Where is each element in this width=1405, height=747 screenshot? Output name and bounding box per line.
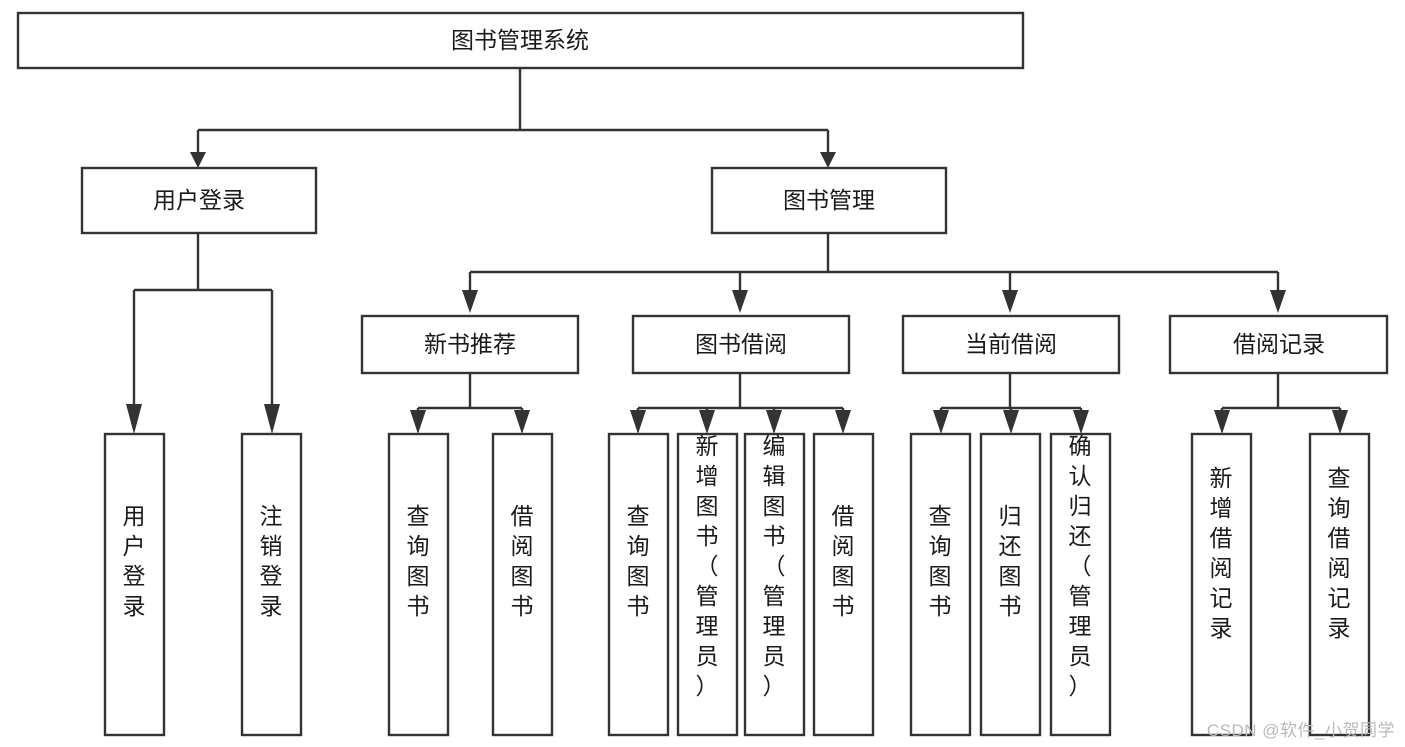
arrowhead-book-manage <box>820 152 836 168</box>
node-borrow-record-label: 借阅记录 <box>1233 331 1325 357</box>
connector-borrow-record-bus <box>1222 373 1340 410</box>
node-leaf-query-book-2[interactable]: 查询图书 <box>607 432 670 737</box>
node-leaf-borrow-book-2[interactable]: 借阅图书 <box>812 432 875 737</box>
node-current-borrow[interactable]: 当前借阅 <box>901 314 1121 375</box>
arrowhead-leaf-query-book-3 <box>933 410 949 434</box>
node-leaf-query-borrow-record-label: 查询借阅记录 <box>1328 465 1351 641</box>
node-leaf-add-borrow-record[interactable]: 新增借阅记录 <box>1190 432 1253 737</box>
node-leaf-confirm-return-label: 确认归还（管理员） <box>1069 433 1092 699</box>
node-user-login-label: 用户登录 <box>153 187 245 213</box>
connector-current-borrow-bus <box>941 373 1081 410</box>
arrowhead-leaf-logout-login <box>264 404 280 434</box>
arrowhead-current-borrow <box>1002 290 1018 313</box>
node-leaf-query-book-1-label: 查询图书 <box>407 503 430 619</box>
node-leaf-logout-login[interactable]: 注销登录 <box>240 432 303 737</box>
node-book-borrow-label: 图书借阅 <box>695 331 787 357</box>
connector-user-login-bus <box>134 233 272 292</box>
arrowhead-leaf-confirm-return <box>1073 410 1089 434</box>
node-leaf-query-book-3[interactable]: 查询图书 <box>909 432 972 737</box>
node-book-manage[interactable]: 图书管理 <box>710 166 948 235</box>
connector-layer <box>126 68 1348 434</box>
node-book-manage-label: 图书管理 <box>783 187 875 213</box>
node-leaf-borrow-book-1-label: 借阅图书 <box>511 503 534 619</box>
node-leaf-user-login-label: 用户登录 <box>123 503 146 619</box>
node-leaf-return-book[interactable]: 归还图书 <box>979 432 1042 737</box>
arrowhead-leaf-query-book-1 <box>410 410 426 434</box>
node-new-book-recommend-label: 新书推荐 <box>424 331 516 357</box>
node-new-book-recommend[interactable]: 新书推荐 <box>360 314 580 375</box>
arrowhead-leaf-query-book-2 <box>630 410 646 434</box>
node-root-label: 图书管理系统 <box>451 27 589 53</box>
node-leaf-edit-book[interactable]: 编辑图书（管理员） <box>743 432 806 737</box>
node-leaf-query-book-3-label: 查询图书 <box>929 503 952 619</box>
connector-root-bus <box>198 68 828 132</box>
arrowhead-user-login <box>190 152 206 168</box>
node-book-borrow[interactable]: 图书借阅 <box>631 314 851 375</box>
node-leaf-return-book-label: 归还图书 <box>999 503 1022 619</box>
arrowhead-leaf-return-book <box>1003 410 1019 434</box>
node-borrow-record[interactable]: 借阅记录 <box>1168 314 1389 375</box>
arrowhead-leaf-query-borrow-record <box>1332 410 1348 434</box>
arrowhead-leaf-user-login <box>126 404 142 434</box>
node-leaf-confirm-return[interactable]: 确认归还（管理员） <box>1049 432 1112 737</box>
arrowhead-leaf-borrow-book-1 <box>514 410 530 434</box>
arrowhead-new-book-recommend <box>462 290 478 313</box>
arrowhead-leaf-edit-book <box>766 410 782 434</box>
arrowhead-book-borrow <box>732 290 748 313</box>
node-user-login[interactable]: 用户登录 <box>80 166 318 235</box>
node-leaf-borrow-book-2-label: 借阅图书 <box>832 503 855 619</box>
node-leaf-query-book-1[interactable]: 查询图书 <box>387 432 450 737</box>
node-leaf-edit-book-label: 编辑图书（管理员） <box>763 433 786 699</box>
arrowhead-leaf-borrow-book-2 <box>835 410 851 434</box>
node-leaf-add-book[interactable]: 新增图书（管理员） <box>676 432 739 737</box>
node-leaf-borrow-book-1[interactable]: 借阅图书 <box>491 432 554 737</box>
connector-book-manage-bus <box>470 233 1278 274</box>
arrowhead-borrow-record <box>1270 290 1286 313</box>
node-leaf-query-book-2-label: 查询图书 <box>627 503 650 619</box>
node-leaf-add-borrow-record-label: 新增借阅记录 <box>1210 465 1233 641</box>
node-leaf-logout-login-label: 注销登录 <box>260 503 283 619</box>
arrowhead-leaf-add-book <box>699 410 715 434</box>
node-leaf-user-login[interactable]: 用户登录 <box>103 432 166 737</box>
node-leaf-add-book-label: 新增图书（管理员） <box>696 433 719 699</box>
arrowhead-leaf-add-borrow-record <box>1214 410 1230 434</box>
node-leaf-query-borrow-record[interactable]: 查询借阅记录 <box>1308 432 1371 737</box>
node-current-borrow-label: 当前借阅 <box>965 331 1057 357</box>
node-root[interactable]: 图书管理系统 <box>16 11 1025 70</box>
connector-book-borrow-bus <box>638 373 843 410</box>
connector-new-book-bus <box>418 373 522 410</box>
